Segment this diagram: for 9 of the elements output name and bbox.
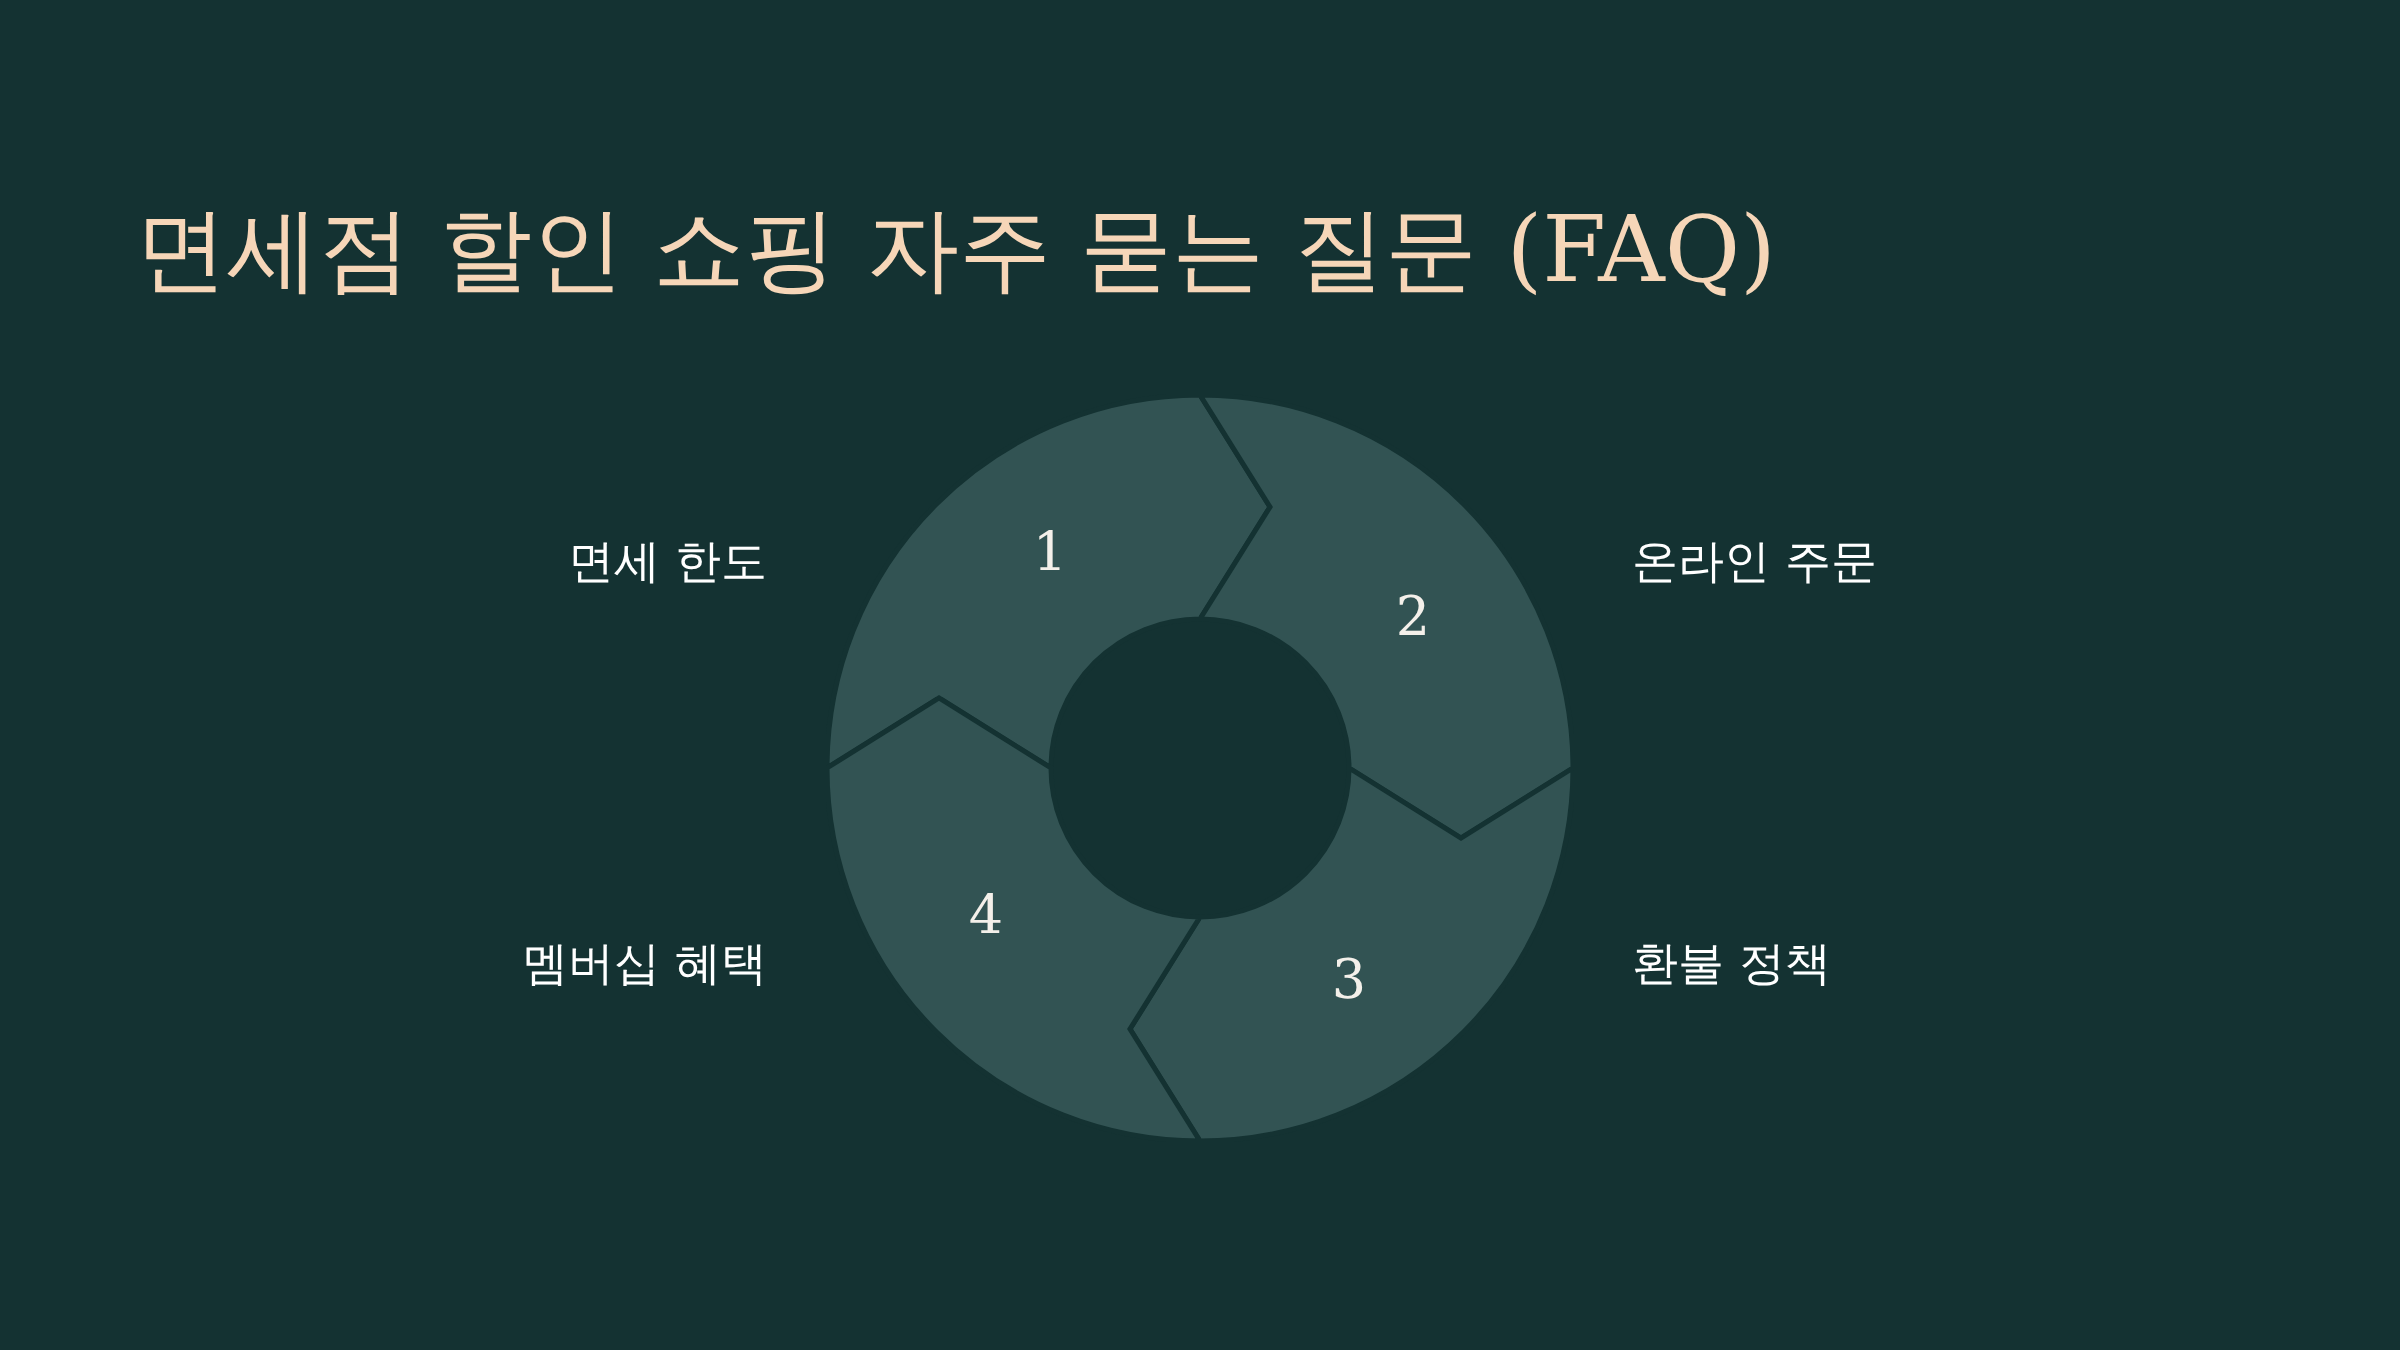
step-number: 2: [1395, 590, 1431, 644]
segment-label: 온라인 주문: [1632, 534, 1877, 590]
title: 면세점 할인 쇼핑 자주 묻는 질문 (FAQ): [135, 195, 1776, 305]
step-number: 3: [1331, 953, 1367, 1007]
segment-label: 멤버십 혜택: [522, 936, 767, 992]
step-number: 4: [968, 889, 1004, 943]
segment-label: 환불 정책: [1632, 936, 1831, 992]
step-number: 1: [1032, 526, 1068, 580]
segment-label: 면세 한도: [568, 534, 767, 590]
